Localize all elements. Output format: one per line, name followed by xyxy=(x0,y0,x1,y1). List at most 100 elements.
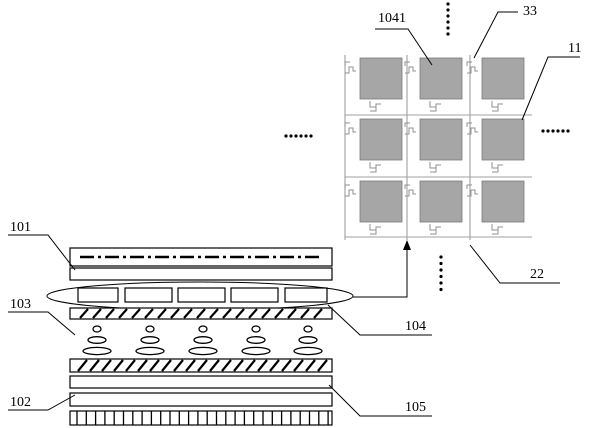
hatch-mark xyxy=(235,308,245,319)
tft-switch-icon xyxy=(491,224,503,235)
hatch-mark xyxy=(313,308,323,319)
dot xyxy=(541,129,545,133)
dot xyxy=(284,134,288,138)
pixel-electrode xyxy=(419,180,463,223)
ellipsis-right xyxy=(541,129,570,133)
dot xyxy=(439,287,443,292)
dot xyxy=(439,261,443,266)
lc-molecule xyxy=(303,325,313,333)
hatch-mark xyxy=(170,308,180,319)
lc-molecule xyxy=(140,336,160,344)
dot xyxy=(439,274,443,279)
pixel-electrode xyxy=(419,57,463,100)
hatch-mark xyxy=(233,359,244,372)
hatch-mark xyxy=(300,308,310,319)
pixel-electrode xyxy=(419,118,463,161)
label-22: 22 xyxy=(530,267,544,282)
lc-molecule xyxy=(135,346,165,356)
dot xyxy=(446,32,450,36)
lc-molecule xyxy=(87,336,107,344)
hatch-mark xyxy=(269,359,280,372)
dot xyxy=(446,2,450,6)
hatch-mark xyxy=(131,308,141,319)
pixel-array xyxy=(344,55,532,240)
hatch-mark xyxy=(287,308,297,319)
tft-switch-icon xyxy=(429,224,441,235)
leader-1041 xyxy=(375,28,433,66)
tft-switch-icon xyxy=(429,162,441,173)
pixel-electrode xyxy=(359,180,403,223)
lc-molecule xyxy=(241,346,271,356)
leader-105 xyxy=(328,384,432,417)
hatch-mark xyxy=(125,359,136,372)
ellipsis-bottom xyxy=(439,255,443,292)
dot xyxy=(446,14,450,18)
hatch-mark xyxy=(222,308,232,319)
lower-hatch-marks xyxy=(77,359,328,372)
hatch-mark xyxy=(209,359,220,372)
hatch-mark xyxy=(77,359,88,372)
label-103: 103 xyxy=(10,297,31,312)
hatch-mark xyxy=(257,359,268,372)
hatch-mark xyxy=(245,359,256,372)
dot xyxy=(299,134,303,138)
hatch-mark xyxy=(261,308,271,319)
label-104: 104 xyxy=(405,319,426,334)
hatch-mark xyxy=(89,359,100,372)
leader-11 xyxy=(521,56,580,121)
label-102: 102 xyxy=(10,395,31,410)
dot xyxy=(304,134,308,138)
tft-switch-icon xyxy=(369,101,381,112)
label-11: 11 xyxy=(568,41,581,56)
bottom-substrate-layer xyxy=(69,375,333,389)
dot xyxy=(446,20,450,24)
pixel-electrode xyxy=(481,57,525,100)
dot xyxy=(439,268,443,272)
lc-molecule xyxy=(293,346,323,356)
filter-block xyxy=(77,287,119,303)
lc-molecule xyxy=(193,336,213,344)
filter-block xyxy=(284,287,328,303)
pixel-cells xyxy=(344,57,525,235)
hatch-mark xyxy=(293,359,304,372)
label-33: 33 xyxy=(523,4,537,19)
hatch-mark xyxy=(144,308,154,319)
hatch-mark xyxy=(185,359,196,372)
leader-104 xyxy=(327,304,432,336)
hatch-mark xyxy=(221,359,232,372)
hatch-mark xyxy=(197,359,208,372)
tft-switch-icon xyxy=(344,61,356,74)
tft-switch-icon xyxy=(369,224,381,235)
lc-molecule xyxy=(92,325,102,333)
hatch-mark xyxy=(209,308,219,319)
pixel-electrode xyxy=(359,57,403,100)
liquid-crystal-layer xyxy=(82,325,323,356)
backlight-comb-marks xyxy=(76,411,329,425)
lc-molecule xyxy=(298,336,318,344)
backlight-layer xyxy=(69,410,333,426)
leader-lines xyxy=(8,11,580,417)
lc-molecule xyxy=(82,346,112,356)
hatch-mark xyxy=(274,308,284,319)
filter-block xyxy=(177,287,226,303)
hatch-mark xyxy=(118,308,128,319)
hatch-mark xyxy=(101,359,112,372)
ellipsis-top xyxy=(446,2,450,36)
tft-switch-icon xyxy=(344,122,356,135)
hatch-mark xyxy=(137,359,148,372)
tft-switch-icon xyxy=(491,162,503,173)
dot xyxy=(551,129,555,133)
pixel-electrode xyxy=(481,118,525,161)
top-substrate-layer xyxy=(69,267,333,281)
lc-molecule xyxy=(198,325,208,333)
dot xyxy=(289,134,293,138)
dot xyxy=(446,26,450,30)
tft-switch-icon xyxy=(404,184,416,197)
filter-block xyxy=(124,287,173,303)
dot xyxy=(566,129,570,133)
hatch-mark xyxy=(113,359,124,372)
leader-103 xyxy=(8,311,76,336)
hatch-mark xyxy=(157,308,167,319)
leader-102 xyxy=(8,394,76,411)
tft-switch-icon xyxy=(466,122,478,135)
